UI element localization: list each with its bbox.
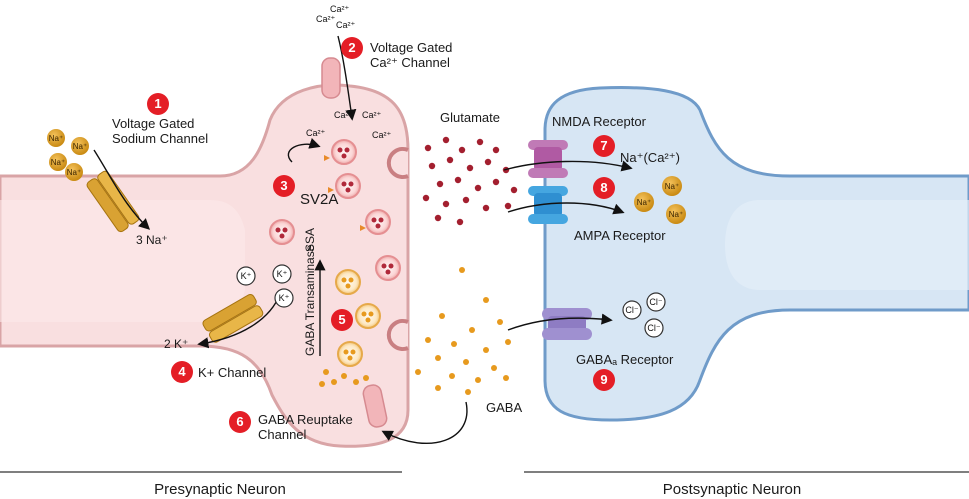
voltage-gated-ca-channel	[321, 57, 341, 99]
label-glutamate: Glutamate	[440, 110, 500, 125]
svg-text:3: 3	[280, 178, 287, 193]
cl-ions	[622, 292, 666, 338]
na-ions-left	[47, 129, 89, 181]
svg-text:5: 5	[338, 312, 345, 327]
nmda-receptor	[528, 140, 568, 178]
step-badges	[147, 37, 615, 433]
na-ion-labels-right: Na⁺ Na⁺ Na⁺	[637, 182, 683, 219]
presynaptic-axon-highlight	[0, 200, 245, 322]
svg-text:Ca²⁺: Ca²⁺	[306, 128, 326, 138]
arrow-gaba-a-flow	[507, 313, 613, 331]
label-ssa: SSA	[303, 228, 317, 252]
gaba-a-receptor	[542, 308, 592, 340]
svg-text:K⁺: K⁺	[279, 293, 290, 303]
arrow-na-influx	[93, 149, 151, 230]
label-ampa-receptor: AMPA Receptor	[574, 228, 666, 243]
label-na-ca-flow: Na⁺(Ca²⁺)	[620, 150, 680, 165]
svg-text:4: 4	[178, 364, 186, 379]
label-three-na: 3 Na⁺	[136, 233, 168, 247]
svg-text:Ca²⁺: Ca²⁺	[330, 4, 350, 14]
na-ion-labels-left: Na⁺ Na⁺ Na⁺ Na⁺	[49, 134, 87, 177]
ampa-receptor	[528, 186, 568, 224]
svg-text:Na⁺: Na⁺	[637, 198, 651, 207]
svg-text:Na⁺: Na⁺	[665, 182, 679, 191]
svg-text:8: 8	[600, 180, 607, 195]
step-badge-numbers: 1 2 3 4 5 6 7 8 9	[154, 40, 607, 429]
svg-text:Ca²⁺: Ca²⁺	[362, 110, 382, 120]
release-site-glutamate	[386, 147, 409, 179]
caption-postsynaptic: Postsynaptic Neuron	[663, 481, 801, 498]
arrow-ampa-flow	[507, 202, 625, 215]
voltage-gated-na-channel	[86, 170, 140, 233]
svg-text:Na⁺: Na⁺	[73, 142, 87, 151]
svg-text:Ca²⁺: Ca²⁺	[316, 14, 336, 24]
ca-labels: Ca²⁺ Ca²⁺ Ca²⁺ Ca²⁺ Ca²⁺ Ca²⁺ Ca²⁺	[306, 4, 392, 140]
svg-text:Ca²⁺: Ca²⁺	[336, 20, 356, 30]
glutamate-vesicles	[269, 139, 401, 281]
sv2a-markers	[324, 155, 366, 231]
svg-text:Ca²⁺: Ca²⁺	[334, 110, 354, 120]
cleft-glutamate	[422, 136, 518, 226]
gaba-vesicles	[335, 269, 381, 367]
svg-text:Na⁺: Na⁺	[51, 158, 65, 167]
gaba-vesicle-contents	[341, 277, 374, 361]
svg-text:Na⁺: Na⁺	[49, 134, 63, 143]
na-ions-right	[634, 176, 686, 224]
label-two-k: 2 K⁺	[164, 337, 188, 351]
arrow-sv2a	[287, 138, 321, 163]
presynaptic-free-gaba	[319, 369, 369, 387]
svg-text:2: 2	[348, 40, 355, 55]
gaba-reuptake-channel	[362, 384, 388, 428]
k-ion-labels: K⁺ K⁺ K⁺	[241, 269, 290, 303]
svg-text:7: 7	[600, 138, 607, 153]
cleft-gaba	[415, 267, 511, 395]
cl-ion-labels: Cl⁻ Cl⁻ Cl⁻	[625, 297, 662, 333]
label-nmda-receptor: NMDA Receptor	[552, 114, 647, 129]
postsynaptic-dendrite-highlight	[725, 200, 969, 290]
glutamate-vesicle-contents	[275, 147, 394, 275]
svg-text:Cl⁻: Cl⁻	[649, 297, 662, 307]
k-channel	[202, 293, 264, 343]
release-site-gaba	[386, 319, 409, 351]
arrow-nmda-flow	[503, 160, 633, 172]
svg-text:6: 6	[236, 414, 243, 429]
label-k-channel: K+ Channel	[198, 365, 266, 380]
svg-text:9: 9	[600, 372, 607, 387]
label-gaba-a-receptor: GABAₐ Receptor	[576, 352, 674, 367]
svg-text:Na⁺: Na⁺	[669, 210, 683, 219]
arrow-gaba-reuptake	[381, 401, 468, 445]
arrows	[93, 35, 633, 445]
caption-presynaptic: Presynaptic Neuron	[154, 481, 286, 498]
svg-text:Ca²⁺: Ca²⁺	[372, 130, 392, 140]
k-ions	[236, 264, 294, 308]
svg-text:K⁺: K⁺	[277, 269, 288, 279]
label-gaba-transaminase: GABA Transaminase	[303, 244, 317, 356]
svg-text:K⁺: K⁺	[241, 271, 252, 281]
svg-text:Cl⁻: Cl⁻	[647, 323, 660, 333]
svg-text:Na⁺: Na⁺	[67, 168, 81, 177]
svg-text:Cl⁻: Cl⁻	[625, 305, 638, 315]
arrow-ca-influx	[337, 35, 357, 121]
label-gaba: GABA	[486, 400, 522, 415]
label-sv2a: SV2A	[300, 191, 338, 208]
svg-text:1: 1	[154, 96, 161, 111]
